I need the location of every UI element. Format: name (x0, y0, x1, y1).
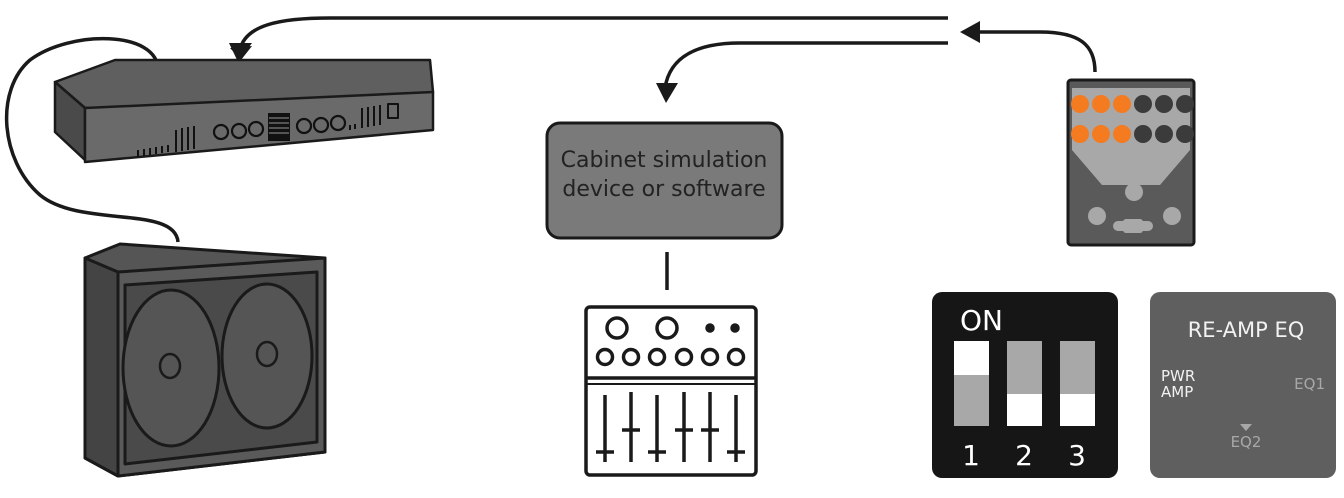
dip-switch-3[interactable] (1060, 341, 1095, 426)
cabinet-simulation-box: Cabinet simulation device or software (545, 121, 784, 240)
dip-switch-icon: ON 1 2 3 (932, 292, 1118, 478)
eq1-label: EQ1 (1294, 375, 1325, 393)
arrow-to-rack-amp (238, 16, 948, 51)
guitar-pedal-icon (1066, 78, 1196, 247)
dip-switch-2-label: 2 (1015, 439, 1033, 472)
eq-selector-pointer (1240, 424, 1252, 431)
dip-switch-2[interactable] (1007, 341, 1042, 426)
speaker-cabinet-icon (83, 242, 327, 478)
rack-amplifier-icon (53, 58, 435, 164)
arrowhead-rack (229, 43, 252, 62)
arrowhead-sim (656, 83, 678, 103)
cabinet-box-line2: device or software (562, 177, 765, 202)
cabinet-box-line1: Cabinet simulation (561, 148, 768, 173)
dip-switch-1[interactable] (954, 341, 989, 426)
eq-amp-label: AMP (1161, 383, 1193, 401)
dip-switch-3-label: 3 (1068, 439, 1086, 472)
eq-pwr-label: PWR (1161, 367, 1195, 385)
dip-on-label: ON (960, 304, 1003, 337)
dip-switch-1-label: 1 (962, 439, 980, 472)
arrow-to-cabinet-sim (663, 41, 948, 89)
signal-arrows (4, 16, 1097, 290)
eq-selector-icon: RE-AMP EQ PWR AMP EQ1 EQ2 (1150, 292, 1336, 478)
eq2-label: EQ2 (1231, 433, 1262, 451)
arrowhead-pedal (960, 21, 980, 43)
arrow-from-pedal (972, 30, 1097, 73)
eq-panel-title: RE-AMP EQ (1188, 318, 1305, 342)
pedal-led-grid (1071, 95, 1194, 143)
mixing-console-icon (584, 305, 758, 477)
cable-rack-to-speaker (4, 36, 180, 243)
